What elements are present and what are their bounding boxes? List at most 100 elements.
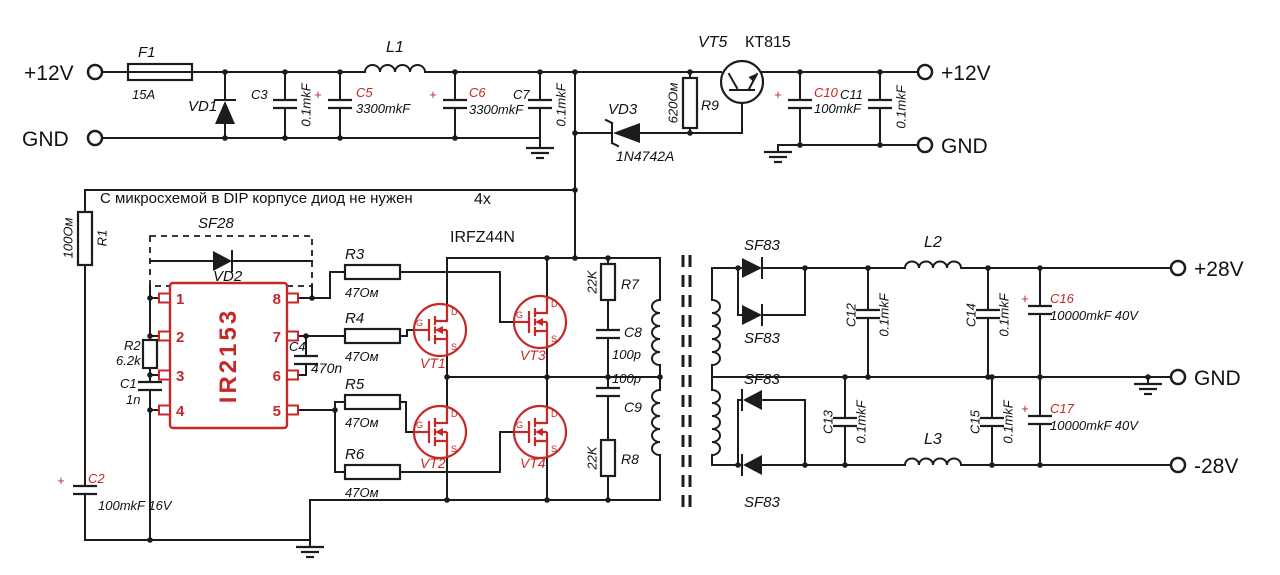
label-sf83-4: SF83 bbox=[744, 494, 781, 511]
label-vt2: VT2 bbox=[420, 455, 446, 471]
label-r4-ref: R4 bbox=[345, 310, 364, 327]
label-c2-plus: + bbox=[57, 473, 65, 488]
cap-c14: C14 0.1mkF bbox=[964, 292, 1012, 336]
label-c9-ref: C9 bbox=[624, 399, 642, 415]
label-c5-value: 3300mkF bbox=[356, 101, 411, 116]
label-l2-ref: L2 bbox=[924, 234, 942, 251]
mosfet-vt2 bbox=[412, 404, 468, 460]
label-c6-ref: C6 bbox=[469, 85, 486, 100]
label-c6-plus: + bbox=[429, 87, 437, 102]
label-in-pos: +12V bbox=[24, 62, 74, 85]
label-c17-plus: + bbox=[1021, 401, 1029, 416]
ic-pin-stubs bbox=[158, 292, 299, 416]
label-c10-ref: C10 bbox=[814, 85, 839, 100]
label-r2-ref: R2 bbox=[124, 338, 141, 353]
label-fet-count: 4x bbox=[474, 191, 491, 208]
label-c8-ref: C8 bbox=[624, 324, 642, 340]
label-r6-value: 47Ом bbox=[345, 485, 379, 500]
diode-vd1: VD1 bbox=[188, 98, 236, 124]
terminal-in-gnd bbox=[86, 129, 104, 147]
label-vt5-ref: VT5 bbox=[698, 34, 727, 51]
label-out-pos28: +28V bbox=[1194, 258, 1244, 281]
label-c2-value: 100mkF 16V bbox=[98, 498, 173, 513]
label-c10-value: 100mkF bbox=[814, 101, 862, 116]
cap-c15: C15 0.1mkF bbox=[968, 399, 1016, 443]
terminal-in-pos bbox=[86, 63, 104, 81]
ground-symbol bbox=[1132, 382, 1164, 396]
cap-c3: C3 0.1mkF bbox=[251, 82, 314, 126]
cap-c5: + C5 3300mkF bbox=[314, 85, 411, 116]
resistor-r8: R8 22K bbox=[585, 438, 639, 478]
secondary-winding-lower bbox=[710, 388, 721, 457]
cap-c6: + C6 3300mkF bbox=[429, 85, 524, 117]
label-vt5-value: КТ815 bbox=[745, 34, 791, 51]
label-r4-value: 47Ом bbox=[345, 349, 379, 364]
label-c2-ref: C2 bbox=[88, 471, 105, 486]
cap-c4: C4 470n bbox=[289, 339, 342, 376]
cap-c10: + C10 100mkF bbox=[774, 85, 862, 116]
transformer bbox=[651, 255, 721, 515]
label-sf83-1: SF83 bbox=[744, 237, 781, 254]
cap-c8: C8 100p bbox=[594, 324, 642, 362]
ic-pin-3: 3 bbox=[176, 368, 184, 385]
ic-pin-8: 8 bbox=[273, 291, 281, 308]
label-r5-ref: R5 bbox=[345, 376, 365, 393]
label-vt1: VT1 bbox=[420, 355, 446, 371]
cap-c2: + C2 100mkF 16V bbox=[57, 471, 173, 513]
label-c13-ref: C13 bbox=[821, 409, 836, 434]
label-c17-value: 10000mkF 40V bbox=[1050, 418, 1139, 433]
ground-symbol bbox=[524, 146, 556, 160]
ic-pin-5: 5 bbox=[273, 403, 281, 420]
label-c17-ref: C17 bbox=[1050, 401, 1075, 416]
optional-diode-vd2: SF28 VD2 bbox=[149, 215, 313, 287]
label-c4-value: 470n bbox=[311, 360, 342, 376]
label-r3-ref: R3 bbox=[345, 246, 365, 263]
transistor-vt5: VT5 КТ815 bbox=[698, 34, 791, 105]
inductor-l1: L1 bbox=[363, 39, 427, 74]
primary-winding-upper bbox=[651, 298, 662, 367]
resistor-r2: R2 6.2k bbox=[116, 338, 159, 370]
label-vt3: VT3 bbox=[520, 347, 546, 363]
label-vt4: VT4 bbox=[520, 455, 546, 471]
label-c11-value: 0.1mkF bbox=[894, 84, 909, 128]
label-r1-value: 100Ом bbox=[61, 218, 76, 259]
terminal-out-pos28 bbox=[1169, 259, 1187, 277]
ic-name: IR2153 bbox=[215, 308, 242, 403]
cap-c16: + C16 10000mkF 40V bbox=[1021, 291, 1139, 323]
label-vd2-ref: VD2 bbox=[213, 268, 243, 285]
label-c7-ref: C7 bbox=[513, 87, 530, 102]
note-dip: С микросхемой в DIP корпусе диод не нуже… bbox=[100, 190, 413, 207]
label-vd2-part: SF28 bbox=[198, 215, 235, 232]
label-r1-ref: R1 bbox=[95, 230, 110, 247]
secondary-winding-upper bbox=[710, 298, 721, 367]
label-c5-ref: C5 bbox=[356, 85, 373, 100]
label-fet-part: IRFZ44N bbox=[450, 229, 515, 246]
label-sf83-3: SF83 bbox=[744, 371, 781, 388]
label-f1-value: 15A bbox=[132, 87, 155, 102]
label-r7-ref: R7 bbox=[621, 276, 640, 292]
terminal-out-12v bbox=[916, 63, 934, 81]
cap-c7: C7 0.1mkF bbox=[513, 82, 569, 126]
label-c1-value: 1n bbox=[126, 392, 140, 407]
ic-ir2153: 1 2 3 4 8 7 6 5 IR2153 bbox=[158, 281, 299, 430]
inductor-l2: L2 bbox=[903, 234, 963, 270]
mosfet-vt4 bbox=[512, 404, 568, 460]
cap-c12: C12 0.1mkF bbox=[844, 292, 892, 336]
label-out-gnd: GND bbox=[1194, 367, 1241, 390]
resistor-r4: R4 47Ом bbox=[343, 310, 402, 364]
label-l3-ref: L3 bbox=[924, 431, 942, 448]
label-vd1-ref: VD1 bbox=[188, 98, 217, 115]
cap-c13: C13 0.1mkF bbox=[821, 399, 869, 443]
terminal-out-neg28 bbox=[1169, 456, 1187, 474]
resistor-r6: R6 47Ом bbox=[343, 446, 402, 500]
cap-c1: C1 1n bbox=[120, 376, 164, 407]
terminal-out-12v-gnd bbox=[916, 136, 934, 154]
inductor-l3: L3 bbox=[903, 431, 963, 467]
label-c15-value: 0.1mkF bbox=[1001, 399, 1016, 443]
resistor-r3: R3 47Ом bbox=[343, 246, 402, 300]
label-c3-value: 0.1mkF bbox=[299, 82, 314, 126]
terminal-out-gnd bbox=[1169, 368, 1187, 386]
label-c9-value: 100p bbox=[612, 371, 641, 386]
label-c11-ref: C11 bbox=[840, 87, 863, 102]
